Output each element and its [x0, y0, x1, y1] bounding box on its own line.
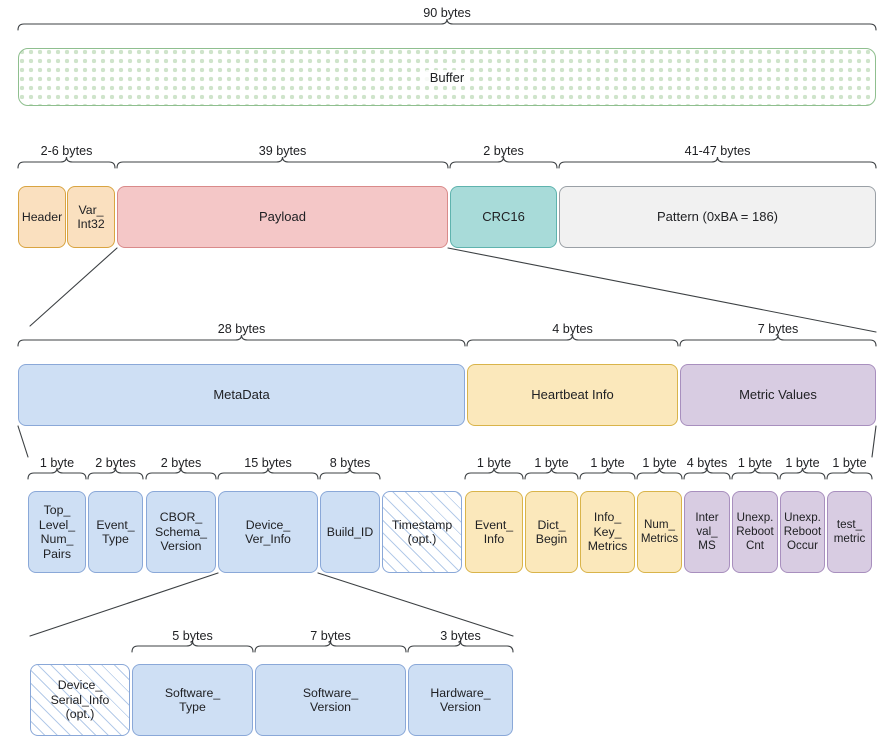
segment-event-info[interactable]: Event_ Info	[465, 491, 523, 573]
segment-var-int32[interactable]: Var_ Int32	[67, 186, 115, 248]
segment-hardware-version[interactable]: Hardware_ Version	[408, 664, 513, 736]
segment-dict-begin[interactable]: Dict_ Begin	[525, 491, 578, 573]
segment-unexp-reboot-cnt[interactable]: Unexp. Reboot Cnt	[732, 491, 778, 573]
segment-interval-ms[interactable]: Inter val_ MS	[684, 491, 730, 573]
fields-row-size-label: 1 byte	[590, 456, 625, 470]
segment-pattern[interactable]: Pattern (0xBA = 186)	[559, 186, 876, 248]
fields-row-size-label: 1 byte	[476, 456, 512, 470]
buffer-label: Buffer	[424, 69, 470, 85]
payload-detail-row-size-label: 7 bytes	[757, 322, 799, 336]
device-ver-detail-row-size-label: 7 bytes	[310, 629, 351, 643]
segment-heartbeat-info[interactable]: Heartbeat Info	[467, 364, 678, 426]
device-ver-detail-row-size-label: 5 bytes	[172, 629, 213, 643]
segment-header[interactable]: Header	[18, 186, 66, 248]
segment-unexp-reboot-occur[interactable]: Unexp. Reboot Occur	[780, 491, 825, 573]
segment-metric-values[interactable]: Metric Values	[680, 364, 876, 426]
fields-row-size-label: 8 bytes	[329, 456, 371, 470]
payload-detail-row-size-label: 28 bytes	[217, 322, 266, 336]
segment-cbor-schema-version[interactable]: CBOR_ Schema_ Version	[146, 491, 216, 573]
segment-payload[interactable]: Payload	[117, 186, 448, 248]
fields-row-size-label: 2 bytes	[95, 456, 136, 470]
payload-detail-row-size-label: 4 bytes	[552, 322, 593, 336]
frame-row-size-label: 41-47 bytes	[684, 144, 751, 158]
frame-row-size-label: 39 bytes	[258, 144, 307, 158]
segment-metadata[interactable]: MetaData	[18, 364, 465, 426]
segment-build-id[interactable]: Build_ID	[320, 491, 380, 573]
fields-row-size-label: 2 bytes	[160, 456, 202, 470]
device-ver-detail-row-size-label: 3 bytes	[440, 629, 481, 643]
segment-event-type[interactable]: Event_ Type	[88, 491, 143, 573]
segment-info-key-metrics[interactable]: Info_ Key_ Metrics	[580, 491, 635, 573]
frame-row-size-label: 2-6 bytes	[40, 144, 93, 158]
fields-row-size-label: 1 byte	[642, 456, 677, 470]
segment-timestamp[interactable]: Timestamp (opt.)	[382, 491, 462, 573]
segment-crc16[interactable]: CRC16	[450, 186, 557, 248]
fields-row-size-label: 1 byte	[39, 456, 75, 470]
fields-row-size-label: 1 byte	[534, 456, 569, 470]
segment-device-ver-info[interactable]: Device_ Ver_Info	[218, 491, 318, 573]
segment-software-version[interactable]: Software_ Version	[255, 664, 406, 736]
segment-num-metrics[interactable]: Num_ Metrics	[637, 491, 682, 573]
segment-top-level-num-pairs[interactable]: Top_ Level_ Num_ Pairs	[28, 491, 86, 573]
fields-row-size-label: 4 bytes	[686, 456, 728, 470]
segment-test-metric[interactable]: test_ metric	[827, 491, 872, 573]
segment-buffer[interactable]: Buffer	[18, 48, 876, 106]
frame-row-size-label: 2 bytes	[483, 144, 524, 158]
buffer-row-size-label: 90 bytes	[423, 6, 471, 20]
segment-device-serial-info[interactable]: Device_ Serial_Info (opt.)	[30, 664, 130, 736]
fields-row-size-label: 1 byte	[785, 456, 820, 470]
fields-row-size-label: 1 byte	[832, 456, 867, 470]
segment-software-type[interactable]: Software_ Type	[132, 664, 253, 736]
fields-row-size-label: 1 byte	[737, 456, 773, 470]
fields-row-size-label: 15 bytes	[244, 456, 292, 470]
